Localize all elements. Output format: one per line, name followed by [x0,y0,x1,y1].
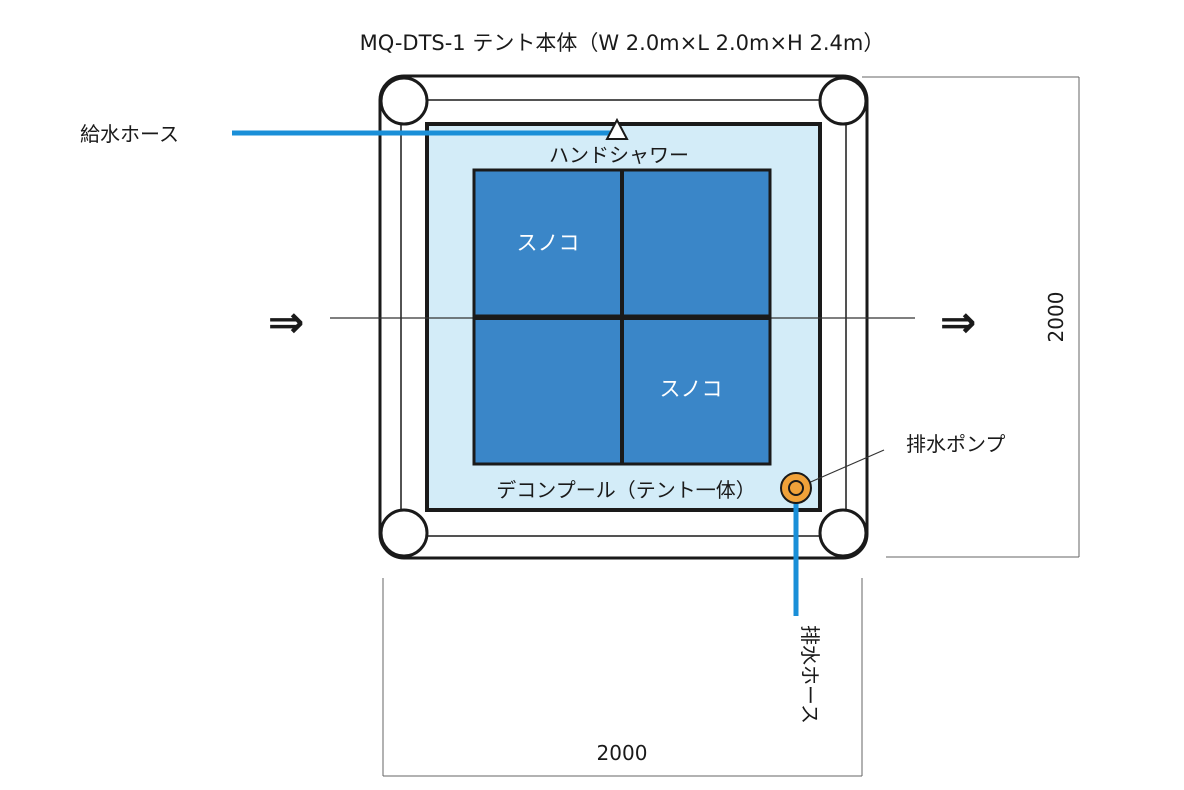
dimension-width-label: 2000 [597,741,648,765]
diagram-title: MQ-DTS-1 テント本体（W 2.0m×L 2.0m×H 2.4m） [360,31,885,55]
drain-pump-leader [805,449,885,485]
pole-bottom-right [818,508,868,558]
drain-pump-icon [780,472,812,504]
sunoko-tile [472,314,624,466]
sunoko-label-bottom: スノコ [660,377,723,401]
hand-shower: ハンドシャワー [549,117,689,167]
dimension-bottom: 2000 [382,578,863,777]
drain-pump: 排水ポンプ [780,432,1005,616]
dimension-right: 2000 [862,76,1080,558]
sunoko-tile [620,168,772,318]
supply-hose-label: 給水ホース [80,122,179,146]
exit-arrow-icon: ⇒ [940,297,977,348]
sunoko-label-top: スノコ [517,231,580,255]
decon-pool-label: デコンプール（テント一体） [496,478,755,502]
pole-top-left [379,76,429,126]
dimension-length-label: 2000 [1044,292,1068,343]
pole-bottom-left [379,508,429,558]
hand-shower-icon [605,117,629,140]
sunoko-grid: スノコ スノコ [472,168,772,466]
supply-hose: 給水ホース [80,122,615,146]
entry-arrow-icon: ⇒ [268,297,305,348]
pole-top-right [818,76,868,126]
corner-poles [379,76,868,558]
drain-pump-label: 排水ポンプ [906,432,1005,456]
sunoko-tile [472,168,624,318]
hand-shower-label: ハンドシャワー [549,143,689,167]
drain-hose-label: 排水ホース [798,625,822,724]
